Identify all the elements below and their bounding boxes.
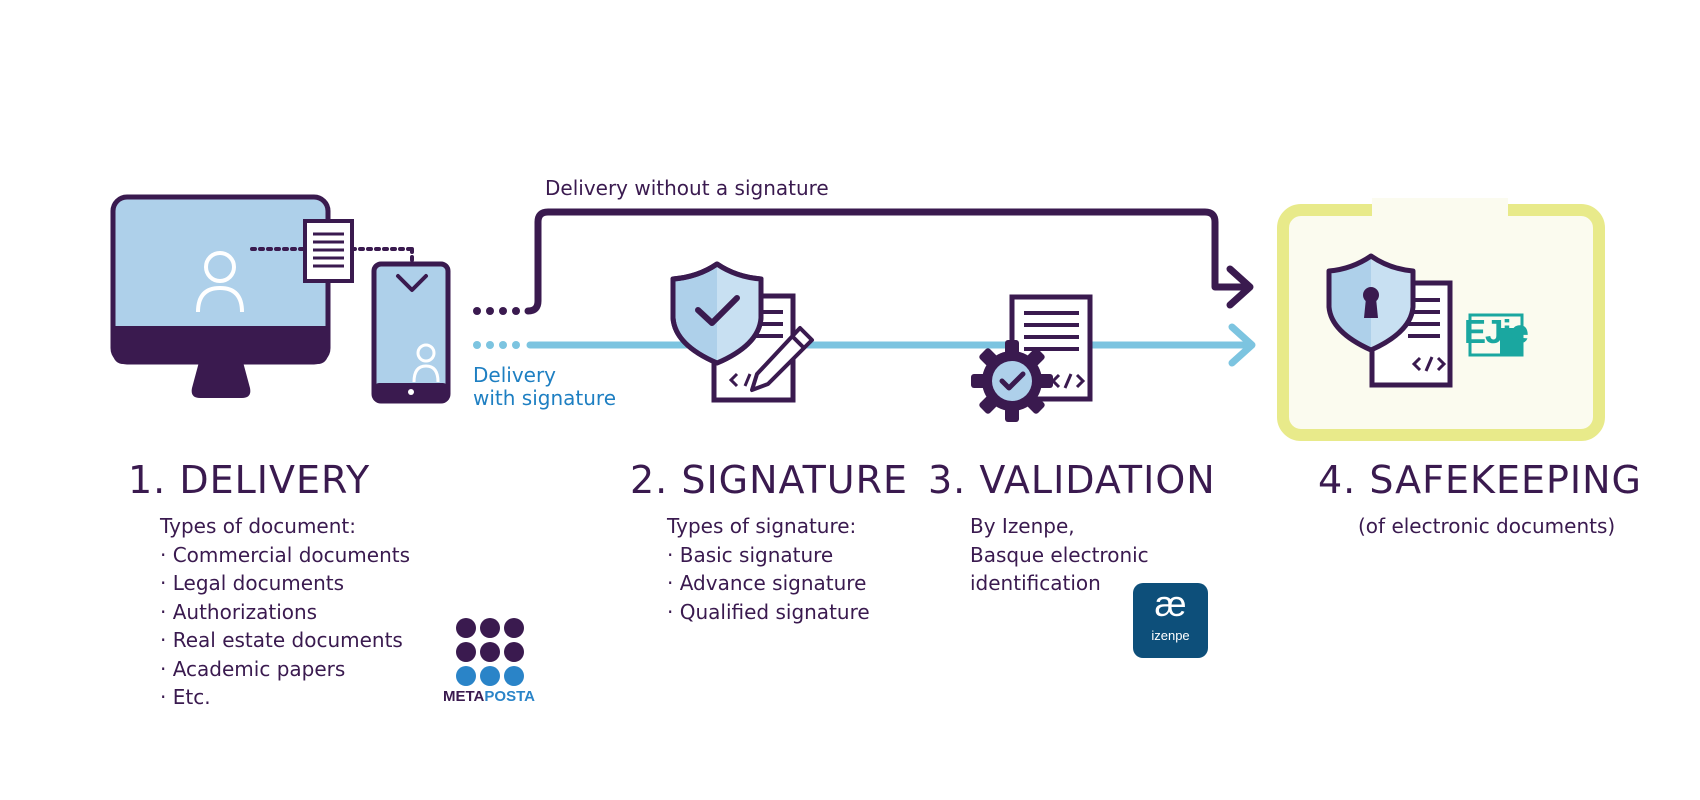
computer-icon: [110, 194, 331, 398]
document-icon: [303, 219, 354, 283]
list-item: Academic papers: [160, 655, 410, 684]
list-item: Legal documents: [160, 569, 410, 598]
list-item: Advance signature: [667, 569, 870, 598]
validation-line: identification: [970, 571, 1101, 595]
list-item: Basic signature: [667, 541, 870, 570]
shield-check-icon: [670, 261, 764, 366]
signature-type-list: Basic signature Advance signature Qualif…: [667, 541, 870, 627]
delivery-heading: Types of document:: [160, 514, 356, 538]
step-title-safekeeping: 4. SAFEKEEPING: [1318, 458, 1642, 502]
list-item: Etc.: [160, 683, 410, 712]
list-item: Authorizations: [160, 598, 410, 627]
safekeeping-subtitle: (of electronic documents): [1358, 514, 1616, 538]
signature-heading: Types of signature:: [667, 514, 857, 538]
step-title-delivery: 1. DELIVERY: [128, 458, 371, 502]
signature-icon: [670, 261, 814, 403]
list-item: Real estate documents: [160, 626, 410, 655]
validation-line: Basque electronic: [970, 542, 1149, 567]
izenpe-logo-name: izenpe: [1151, 628, 1190, 643]
validation-details: By Izenpe, Basque electronic identificat…: [970, 512, 1149, 598]
metaposta-logo-dots: [456, 618, 524, 686]
ejie-logo-box: [1468, 313, 1524, 357]
safekeeping-icon: [1326, 253, 1453, 388]
metaposta-logo-text: METAPOSTA: [443, 688, 535, 705]
signature-details: Types of signature: Basic signature Adva…: [667, 512, 870, 626]
smartphone-icon: [371, 261, 451, 404]
ejie-logo-text: EJie: [1464, 313, 1529, 350]
list-item: Qualified signature: [667, 598, 870, 627]
shield-lock-icon: [1326, 253, 1416, 353]
metaposta-logo-part2: POSTA: [484, 688, 535, 705]
flow-arrow-with-signature: [473, 323, 1256, 367]
gear-check-icon: [971, 340, 1053, 422]
izenpe-logo-tile: [1133, 583, 1208, 658]
step-title-signature: 2. SIGNATURE: [630, 458, 909, 502]
step-title-validation: 3. VALIDATION: [928, 458, 1216, 502]
list-item: Commercial documents: [160, 541, 410, 570]
delivery-details: Types of document: Commercial documents …: [160, 512, 410, 712]
flow-label-with-signature-line1: Delivery: [473, 363, 557, 387]
flow-label-with-signature-line2: with signature: [473, 386, 616, 410]
validation-line: By Izenpe,: [970, 514, 1075, 538]
pen-icon: [750, 326, 814, 392]
validation-icon: [971, 294, 1093, 422]
izenpe-logo-glyph: æ: [1154, 583, 1187, 624]
flow-arrow-without-signature: [473, 208, 1254, 315]
flow-label-without-signature: Delivery without a signature: [545, 176, 829, 200]
metaposta-logo-part1: META: [443, 688, 485, 705]
user-icon: [196, 251, 244, 313]
document-type-list: Commercial documents Legal documents Aut…: [160, 541, 410, 712]
